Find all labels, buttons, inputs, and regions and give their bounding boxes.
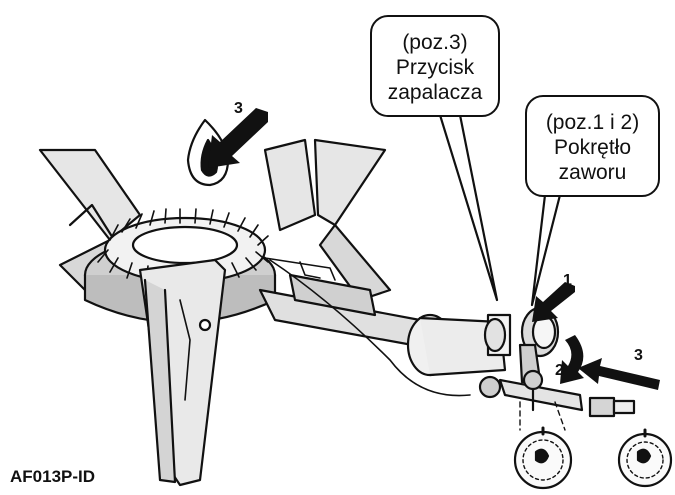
connect-arrow-icon xyxy=(578,358,660,390)
callout-valve-label: Pokrętło xyxy=(527,135,658,160)
step-number-turn: 2 xyxy=(555,362,564,380)
igniter-button xyxy=(485,315,510,355)
callout-igniter-label-2: zapalacza xyxy=(372,80,498,105)
step-number-flame: 3 xyxy=(234,100,243,118)
callout-valve-label-2: zaworu xyxy=(527,160,658,185)
callout-igniter-ref: (poz.3) xyxy=(372,30,498,55)
callout-tail-igniter xyxy=(440,115,497,300)
stove-leg-front xyxy=(140,260,225,485)
step-number-connect: 3 xyxy=(634,347,643,365)
figure-id: AF013P-ID xyxy=(10,467,95,487)
callout-igniter-button: (poz.3) Przycisk zapalacza xyxy=(370,15,500,117)
callout-tail-valve xyxy=(532,195,560,305)
regulator-tube xyxy=(260,258,505,375)
callout-valve-ref: (poz.1 i 2) xyxy=(527,110,658,135)
callout-igniter-label: Przycisk xyxy=(372,55,498,80)
callout-valve-knob: (poz.1 i 2) Pokrętło zaworu xyxy=(525,95,660,197)
stove-leg-right xyxy=(265,140,390,300)
knob-indicator-icon xyxy=(515,428,571,488)
knob-indicator-icon-alt xyxy=(619,430,671,486)
step-number-push: 1 xyxy=(563,272,572,290)
igniter-connector xyxy=(480,377,500,397)
